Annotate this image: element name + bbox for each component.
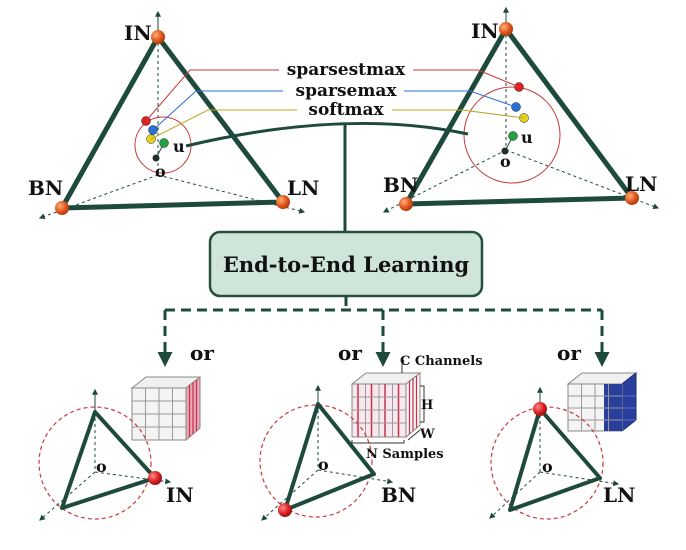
bottom-right-panel: or o LN [489,341,638,520]
point-o-label: o [96,457,107,476]
sparsemax-leader-right [404,90,517,108]
sparsestmax-leader-right [413,69,520,88]
cube-side-grid [622,395,636,421]
vertex-ln-node [625,191,639,205]
vertex-bn-label: BN [28,176,63,200]
vertex-in-label: IN [124,21,152,45]
width-bracket [407,429,421,441]
box-title: End-to-End Learning [223,252,470,277]
vertex-ln-label: LN [287,176,319,200]
bottom-middle-panel: or C Channels H W N Samples o BN [259,341,483,521]
point-o-label: o [542,457,553,476]
simplex-triangle [283,402,376,512]
cube-front-grid [568,384,622,431]
vertex-in-node [499,22,513,36]
feature-cube [130,375,202,442]
or-label: or [190,341,214,365]
height-bracket [420,385,425,423]
branch-arrows [157,296,610,367]
projection-circle [259,404,373,518]
projection-circle [38,406,152,520]
samples-bracket [351,440,405,444]
selected-vertex-node [278,503,292,517]
height-label: H [421,398,433,413]
cube-side-grid [408,376,418,434]
point-o-label: o [155,162,166,181]
cube-front-grid [352,384,406,437]
u-dot [159,138,169,148]
point-u-label: u [521,128,533,147]
vertex-ln-node [276,195,290,209]
or-label: or [557,341,581,365]
axis-right [94,471,172,485]
projection-circle [463,86,561,184]
softmax-leader-right [392,109,525,119]
connecting-arc [185,121,469,148]
top-left-simplex: IN BN LN u o [28,10,319,220]
vertex-label: BN [381,483,416,507]
axis-left [489,471,541,519]
origin-dot [501,147,509,155]
point-o-label: o [318,455,329,474]
u-dot [508,131,518,141]
selected-vertex-node [148,471,162,485]
feature-cube [350,359,425,444]
sparsemax-leader-left [152,90,283,131]
width-label: W [419,427,435,442]
bottom-left-panel: or o IN [38,341,214,521]
axis-right [317,469,394,485]
origin-dot [152,154,160,162]
softmax-leader-left [150,109,297,140]
vertex-ln-label: LN [625,172,657,196]
or-label: or [338,341,362,365]
simplex-triangle [508,407,602,512]
simplex-triangle [60,410,157,510]
projection-circle [490,406,604,520]
top-right-simplex: IN BN LN u o [382,6,660,213]
simplex-triangle [403,26,635,207]
channels-bracket [401,359,405,373]
sparsemax-label: sparsemax [296,81,398,101]
cube-side-grid [188,380,198,437]
vertex-label: IN [166,483,194,507]
softmax-label: softmax [308,100,384,120]
sparsestmax-leader-left [145,69,279,122]
vertex-bn-node [399,197,413,211]
axis-ln-dashed [157,174,306,214]
cube-front-grid [132,388,186,440]
selected-vertex-node [533,402,547,416]
point-u-label: u [173,137,185,156]
method-legend: sparsestmax sparsemax softmax [145,60,525,140]
channels-label: C Channels [400,354,483,369]
vertex-bn-node [55,201,69,215]
vertex-bn-label: BN [383,173,418,197]
simplex-triangle [59,34,286,211]
vertex-in-node [151,30,165,44]
vertex-in-label: IN [471,19,499,43]
samples-label: N Samples [366,447,444,462]
vertex-label: LN [603,483,635,507]
point-o-label: o [500,152,511,171]
end-to-end-box: End-to-End Learning [208,230,484,298]
sparsestmax-label: sparsestmax [287,60,406,80]
axis-right [539,471,620,487]
feature-cube [566,371,638,433]
